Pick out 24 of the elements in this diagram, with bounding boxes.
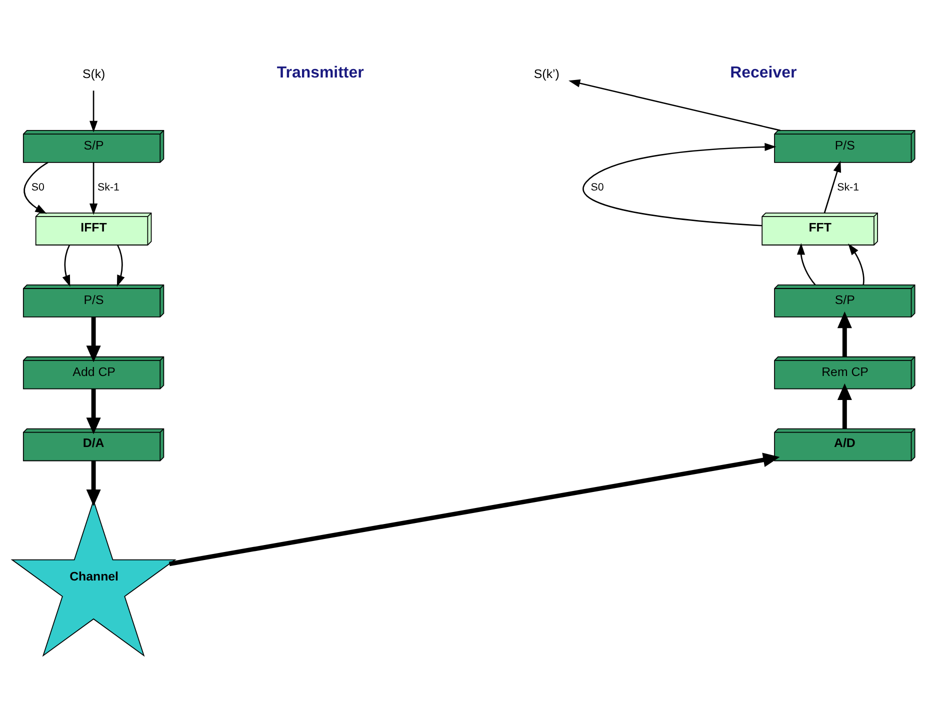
arrow [837, 311, 852, 356]
arrow [116, 244, 125, 286]
edge-label: S0 [590, 180, 604, 193]
arrow [86, 388, 101, 434]
arrow [837, 382, 852, 428]
arrow [24, 161, 48, 214]
node-text: S(k’) [534, 66, 560, 80]
arrow [62, 244, 70, 286]
arrow [582, 142, 776, 226]
arrow [169, 452, 780, 566]
arrow [90, 162, 98, 215]
label: Transmitter [276, 64, 364, 82]
arrow [568, 78, 780, 131]
arrow [824, 160, 842, 213]
arrow [86, 316, 101, 362]
node-text: S(k) [82, 66, 106, 80]
arrow [848, 243, 864, 284]
arrow [86, 460, 101, 506]
arrow [90, 90, 98, 132]
arrow [796, 242, 816, 285]
edge-label: Sk-1 [98, 180, 120, 193]
label: Receiver [730, 64, 797, 82]
edge-label: Sk-1 [837, 180, 860, 193]
edge-label: S0 [31, 180, 44, 193]
